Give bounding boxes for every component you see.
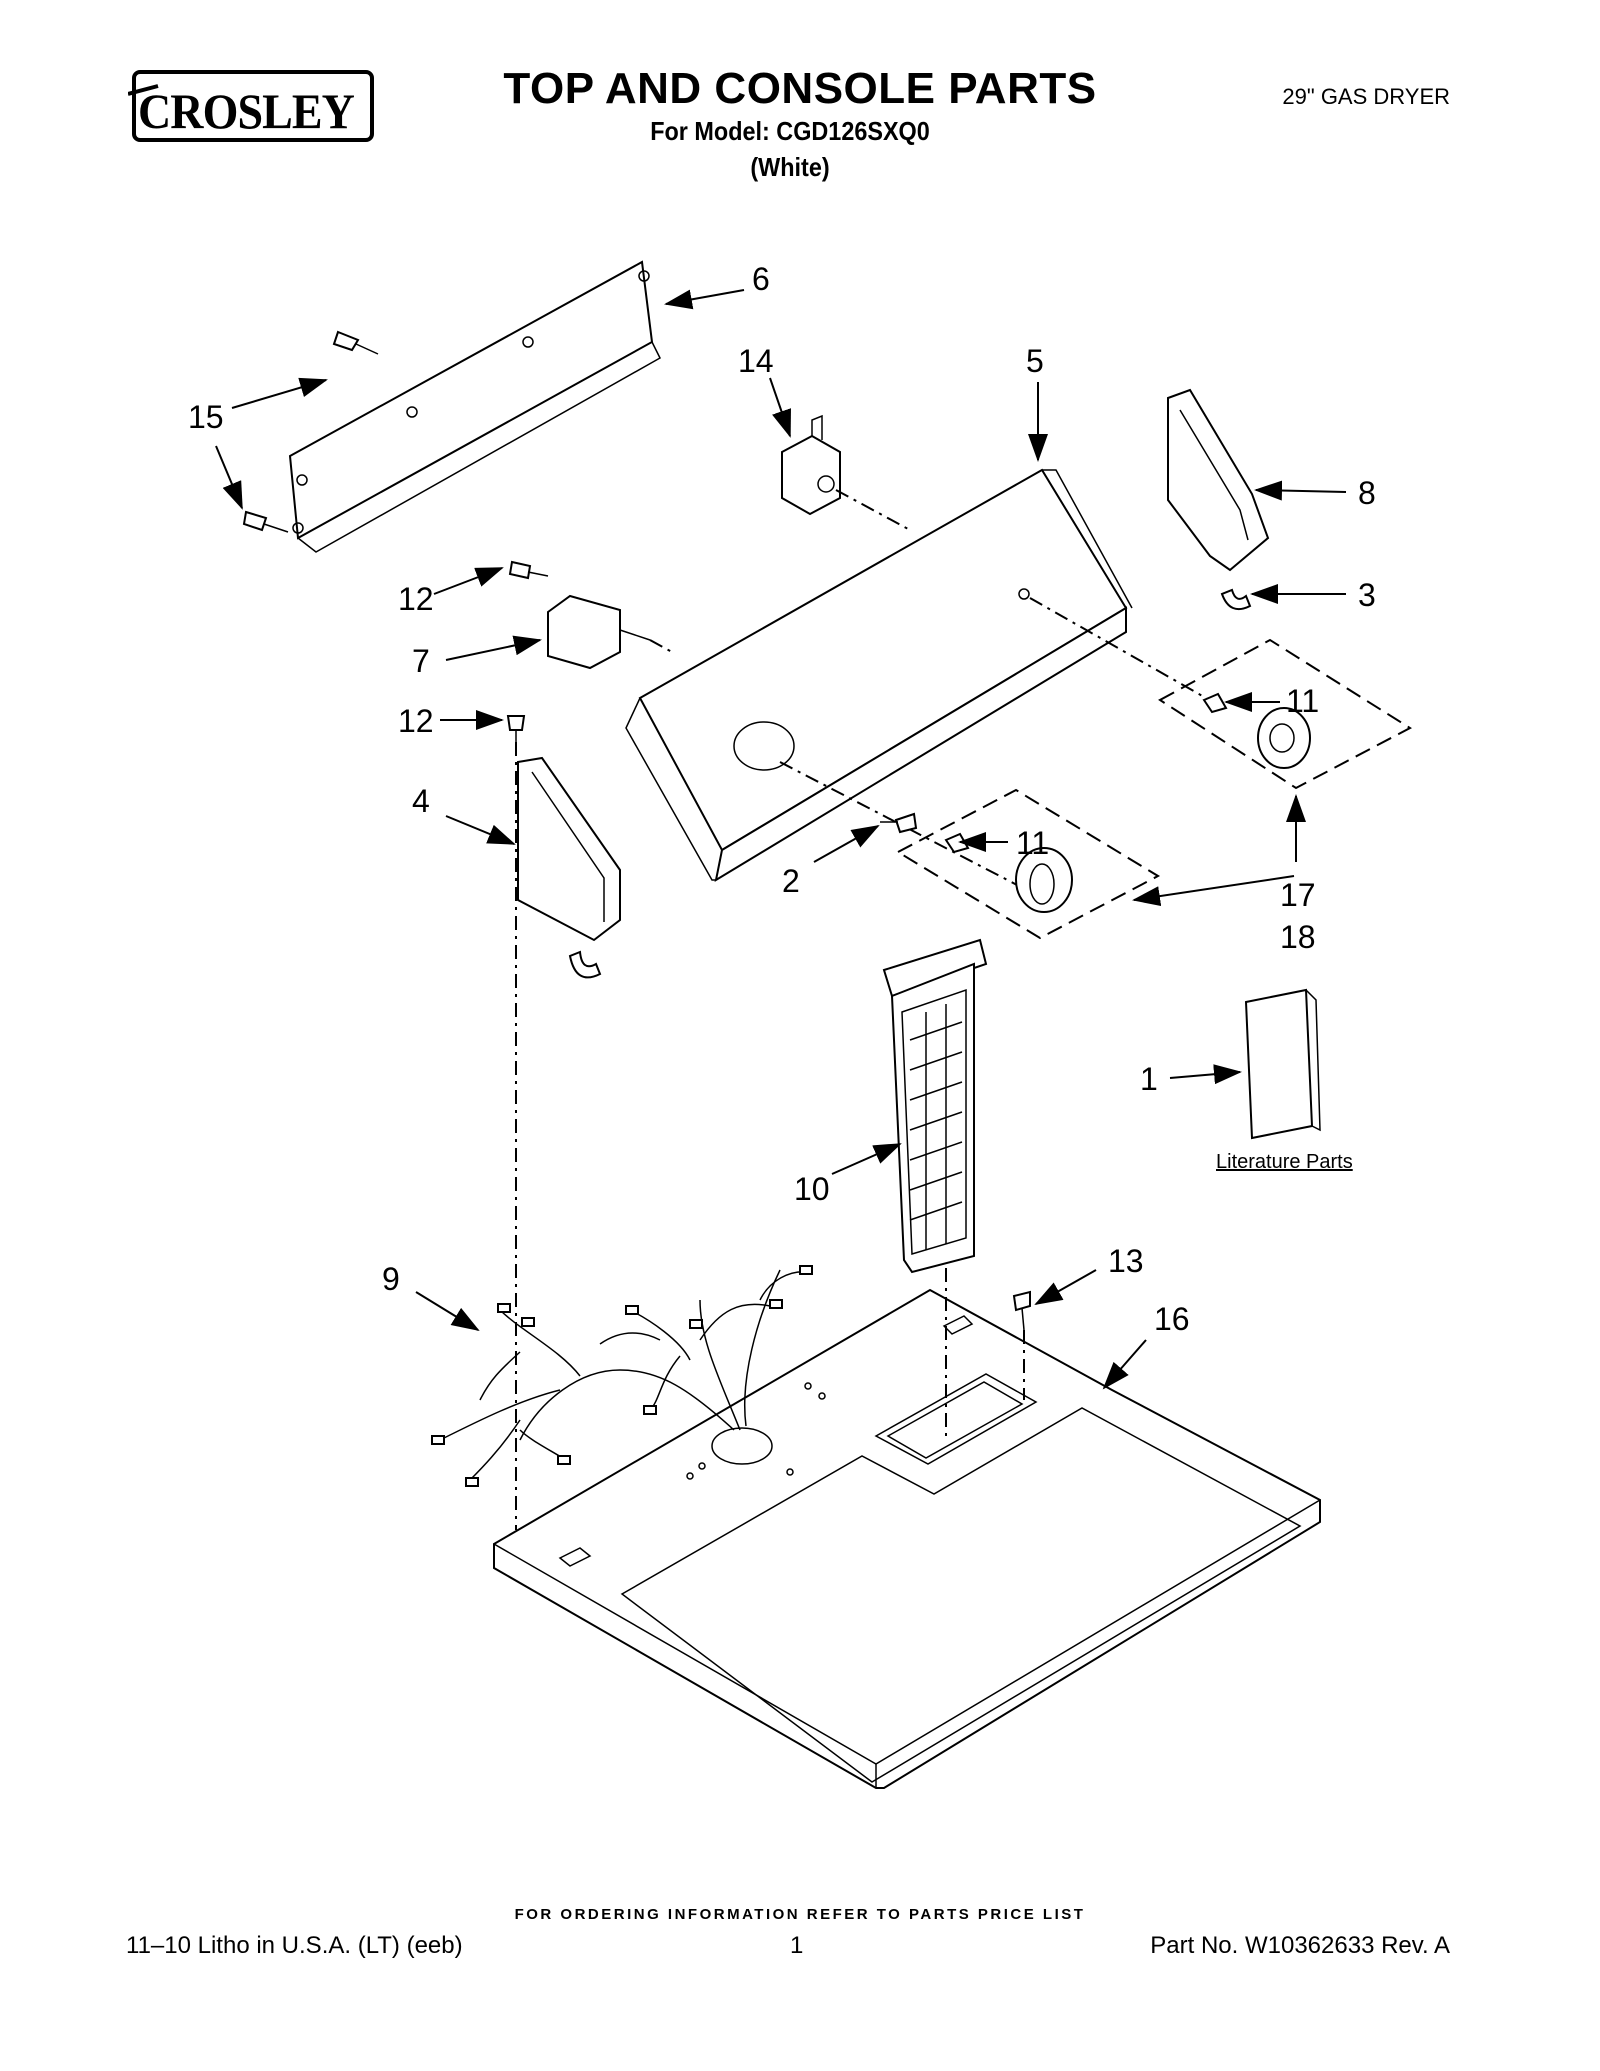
callout-7: 7 — [412, 643, 430, 679]
part-6-console-bracket — [288, 260, 661, 553]
product-type: 29" GAS DRYER — [1282, 84, 1450, 109]
page-title: TOP AND CONSOLE PARTS — [503, 64, 1097, 113]
part-2-screw — [880, 812, 918, 834]
callout-6: 6 — [752, 261, 770, 297]
callout-9: 9 — [382, 1261, 400, 1297]
part-9-wire-harness — [431, 1265, 813, 1487]
part-3-clip — [1220, 588, 1252, 610]
part-18-knob-assembly — [895, 788, 1161, 940]
callout-11-upper: 11 — [1286, 683, 1319, 719]
part-8-end-cap — [1167, 388, 1270, 572]
part-7-timer — [547, 594, 673, 670]
callout-14: 14 — [738, 343, 774, 379]
part-number: Part No. W10362633 Rev. A — [1150, 1932, 1450, 1959]
part-12-screws — [506, 560, 549, 744]
callout-5: 5 — [1026, 343, 1044, 379]
callout-2: 2 — [782, 863, 800, 899]
brand-name: CROSLEY — [138, 83, 355, 139]
part-13-screw — [1012, 1290, 1031, 1331]
part-1-literature — [1244, 988, 1321, 1140]
leader-arrows — [215, 289, 1347, 1390]
model-line: For Model: CGD126SXQ0 — [650, 116, 930, 146]
callout-4: 4 — [412, 783, 430, 819]
page-number: 1 — [790, 1932, 804, 1959]
part-16-dryer-top — [493, 1268, 1321, 1789]
part-4-end-cap — [517, 756, 621, 979]
callout-17: 17 — [1280, 877, 1316, 913]
logo-frame — [127, 70, 374, 142]
part-10-lint-screen — [882, 938, 988, 1274]
part-17-knob-assembly — [1158, 638, 1413, 790]
callout-12-lower: 12 — [398, 703, 434, 739]
callout-12-upper: 12 — [398, 581, 434, 617]
ordering-note: FOR ORDERING INFORMATION REFER TO PARTS … — [514, 1906, 1086, 1923]
callout-3: 3 — [1358, 577, 1376, 613]
callout-1: 1 — [1140, 1061, 1158, 1097]
part-15-screws — [242, 330, 379, 533]
brand-logo: CROSLEY — [127, 68, 378, 144]
litho-info: 11–10 Litho in U.S.A. (LT) (eeb) — [126, 1932, 463, 1959]
literature-parts-label: Literature Parts — [1216, 1151, 1353, 1173]
part-5-console — [625, 468, 1221, 901]
callout-13: 13 — [1108, 1243, 1144, 1279]
callout-8: 8 — [1358, 475, 1376, 511]
callout-11-lower: 11 — [1016, 825, 1049, 861]
callout-15: 15 — [188, 399, 224, 435]
part-14-switch — [781, 414, 911, 531]
callout-10: 10 — [794, 1171, 830, 1207]
color-line: (White) — [750, 152, 830, 182]
callout-16: 16 — [1154, 1301, 1190, 1337]
callout-18: 18 — [1280, 919, 1316, 955]
